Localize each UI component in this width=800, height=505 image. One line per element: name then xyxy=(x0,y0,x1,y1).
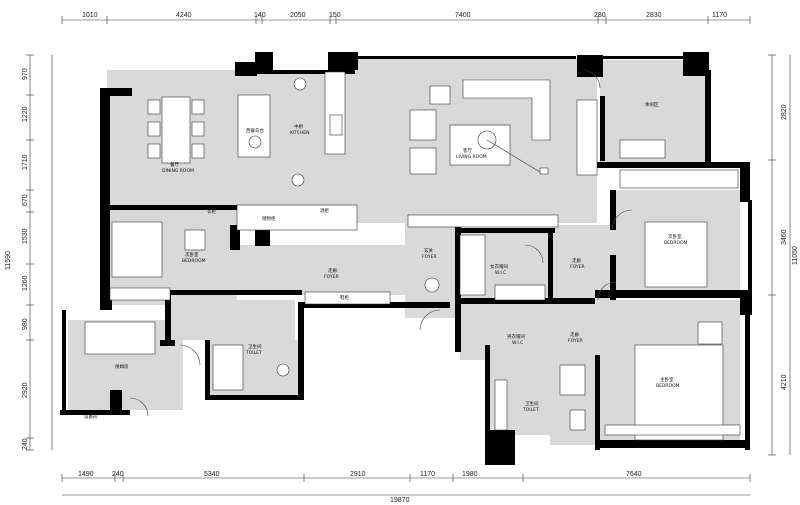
dim-bottom-2: 240 xyxy=(112,471,124,478)
dim-bottom-4: 2910 xyxy=(350,471,366,478)
door-swings xyxy=(129,69,633,417)
room-entrance-en: FOYER xyxy=(422,254,437,260)
room-entrance: 玄关 xyxy=(424,247,433,254)
room-corridor2-en: FOYER xyxy=(568,338,583,344)
room-nanny: 保姆房 xyxy=(115,363,129,370)
room-bath2-en: TOILET xyxy=(245,350,262,356)
room-hall-en: FOYER xyxy=(324,274,339,280)
room-corridor-en: FOYER xyxy=(570,264,585,270)
dim-bottom-6: 1980 xyxy=(462,471,478,478)
room-kitchen-en: KITCHEN xyxy=(290,130,310,136)
dim-right-total: 11050 xyxy=(792,246,799,265)
room-wic-female: 女衣帽间 xyxy=(490,263,508,270)
dim-bottom-1: 1490 xyxy=(78,471,94,478)
dim-left-6: 1260 xyxy=(22,275,29,291)
dim-right-3: 4210 xyxy=(781,374,788,390)
room-corridor: 走廊 xyxy=(572,257,581,264)
room-guest-en: BEDROOM xyxy=(182,258,206,264)
dim-top-8: 2830 xyxy=(646,12,662,19)
dim-left-3: 1710 xyxy=(22,154,29,170)
dim-right-2: 3460 xyxy=(781,229,788,245)
label-cabinet3: 酒柜 xyxy=(320,207,329,214)
dim-top-4: 2050 xyxy=(290,12,306,19)
room-corridor2: 走廊 xyxy=(570,331,579,338)
room-hall: 走廊 xyxy=(328,267,337,274)
dim-left-4: 670 xyxy=(22,194,29,206)
dim-right-1: 2820 xyxy=(781,104,788,120)
dimension-lines xyxy=(26,16,791,496)
dim-top-9: 1170 xyxy=(712,12,727,19)
room-bath2: 卫生间 xyxy=(248,343,262,350)
room-kitchen: 中厨 xyxy=(294,123,303,130)
room-living-en: LIVING ROOM xyxy=(456,154,487,160)
label-cabinet4: 鞋柜 xyxy=(340,294,349,301)
room-dining-en: DINING ROOM xyxy=(162,168,194,174)
room-bar: 西餐岛台 xyxy=(246,127,264,134)
room-leisure: 休闲区 xyxy=(645,101,659,108)
room-guest: 次卧室 xyxy=(185,251,199,258)
dim-top-6: 7400 xyxy=(455,12,471,19)
room-wic-male-en: W.I.C xyxy=(512,340,523,346)
room-labels: 餐厅 DINING ROOM 西餐岛台 中厨 KITCHEN 客厅 LIVING… xyxy=(84,101,688,420)
room-bath1: 卫生间 xyxy=(525,400,539,407)
dimension-texts: 1010 4240 140 2050 150 7400 280 2830 117… xyxy=(5,12,799,504)
dim-left-2: 1220 xyxy=(22,106,29,122)
dim-bottom-7: 7640 xyxy=(626,471,642,478)
dim-top-3: 140 xyxy=(254,12,266,19)
dim-bottom-5: 1170 xyxy=(420,471,435,478)
room-living: 客厅 xyxy=(463,147,472,154)
dim-bottom-3: 5340 xyxy=(204,471,220,478)
dim-top-7: 280 xyxy=(594,12,606,19)
dim-left-9: 240 xyxy=(22,438,29,450)
dim-left-7: 980 xyxy=(22,318,29,330)
dim-left-1: 970 xyxy=(22,68,29,80)
dim-top-2: 4240 xyxy=(176,12,192,19)
room-utility: 设备间 xyxy=(84,413,98,420)
walls xyxy=(60,52,752,465)
dim-bottom-total: 19870 xyxy=(390,497,410,504)
furniture xyxy=(84,71,741,441)
room-master: 主卧室 xyxy=(660,376,674,383)
room-bedroom2-en: BEDROOM xyxy=(664,240,688,246)
room-wic-male: 男衣帽间 xyxy=(507,333,525,340)
room-master-en: BEDROOM xyxy=(656,383,680,389)
label-cabinet2: 储物柜 xyxy=(262,215,276,222)
dim-left-5: 1530 xyxy=(22,228,29,244)
dim-top-5: 150 xyxy=(329,12,341,19)
dim-left-8: 2920 xyxy=(22,382,29,398)
dim-left-total: 11590 xyxy=(5,251,12,270)
room-wic-female-en: W.I.C xyxy=(495,270,506,276)
room-dining: 餐厅 xyxy=(170,161,179,168)
room-bath1-en: TOILET xyxy=(522,407,539,413)
room-bedroom2: 次卧室 xyxy=(668,233,682,240)
label-cabinet1: 衣柜 xyxy=(207,208,216,215)
dim-top-1: 1010 xyxy=(82,12,98,19)
